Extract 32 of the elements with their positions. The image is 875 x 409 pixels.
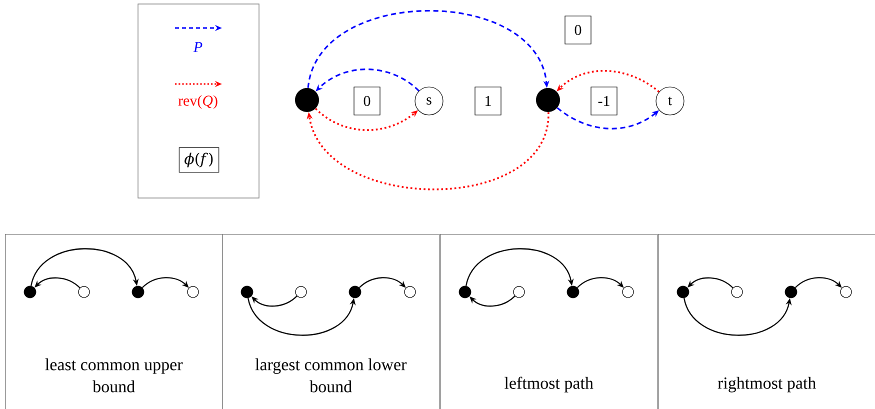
panel: least common upper bound: [5, 234, 223, 409]
vertex-circle: [731, 286, 743, 298]
vertex-dot: [676, 286, 690, 298]
legend-label: P: [193, 42, 202, 52]
vertex-dot: [132, 286, 144, 298]
vertex-dot: [566, 286, 580, 298]
vertex-circle: [840, 286, 852, 298]
vertex-dot: [458, 286, 472, 298]
vertex-dot: [295, 88, 319, 112]
vertex-dot: [240, 286, 254, 298]
vertex-dot: [348, 286, 362, 298]
vertex-circle: [295, 286, 307, 298]
number-box: 1: [474, 86, 502, 116]
vertex-circle: [404, 286, 416, 298]
number-box: 0: [354, 86, 380, 116]
arrow: [306, 112, 550, 190]
number-box: -1: [590, 86, 618, 116]
panel: largest common lower bound: [222, 234, 440, 409]
panel: leftmost path: [440, 234, 658, 409]
arrow: [30, 248, 139, 286]
vertex-dot: [784, 286, 798, 298]
vertex-circle: [187, 286, 199, 298]
arrow: [466, 248, 574, 286]
number-box: 0: [564, 16, 592, 44]
vertex-circle: [513, 286, 525, 298]
vertex-dot: [536, 88, 560, 112]
legend-label: ϕ(f): [178, 147, 220, 173]
vertex-circle: [78, 286, 90, 298]
vertex-circle: [622, 286, 634, 298]
legend-label: rev(Q): [178, 95, 218, 109]
vertex-dot: [24, 286, 36, 298]
arrow: [307, 10, 550, 88]
